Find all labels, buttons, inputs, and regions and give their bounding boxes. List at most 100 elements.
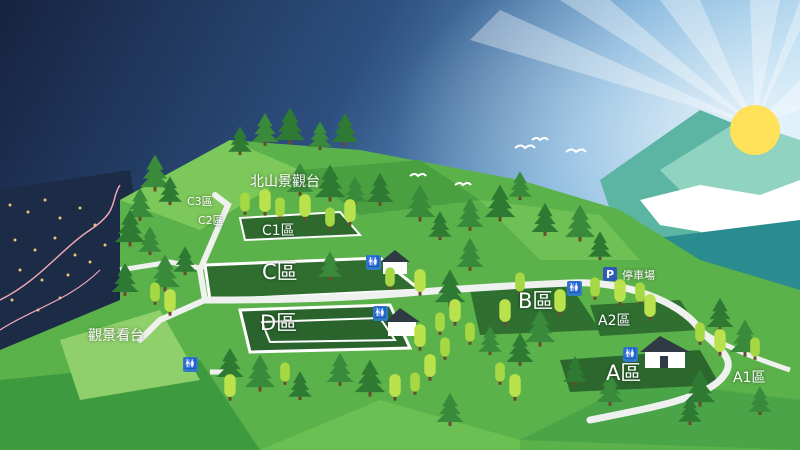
- label-zone-b[interactable]: B區: [518, 289, 554, 313]
- tree: [678, 396, 702, 426]
- tree: [434, 269, 466, 307]
- tree: [318, 251, 342, 281]
- tree: [274, 107, 306, 145]
- hill-facet: [520, 380, 800, 450]
- label-zone-d[interactable]: D區: [260, 311, 298, 335]
- tree: [280, 362, 290, 385]
- tree: [456, 237, 484, 271]
- label-zone-c[interactable]: C區: [262, 260, 298, 284]
- label-north-viewpoint[interactable]: 北山景觀台: [250, 174, 320, 190]
- tree: [506, 332, 534, 366]
- tree: [436, 392, 464, 426]
- label-zone-c1[interactable]: C1區: [262, 223, 295, 239]
- tree: [331, 112, 359, 146]
- tree: [614, 279, 626, 306]
- tree: [644, 294, 656, 321]
- trees: [111, 107, 772, 426]
- path-left: [137, 297, 208, 343]
- label-viewing-stand[interactable]: 觀景看台: [88, 328, 144, 344]
- tree: [588, 231, 612, 261]
- main-path: [201, 279, 732, 424]
- hill-facet: [260, 400, 520, 450]
- tree: [695, 322, 705, 345]
- tree: [440, 337, 450, 360]
- tree: [635, 282, 645, 305]
- tree: [314, 164, 346, 202]
- tree: [326, 352, 354, 386]
- restroom-icon[interactable]: 🚻: [373, 306, 388, 321]
- tree: [251, 112, 279, 146]
- tree: [428, 211, 452, 241]
- parking-icon[interactable]: P: [603, 267, 617, 281]
- tree: [508, 171, 532, 201]
- restroom-icon[interactable]: 🚻: [366, 255, 381, 270]
- tree: [114, 209, 146, 247]
- tree: [308, 121, 332, 151]
- tree: [714, 329, 726, 356]
- tree: [750, 337, 760, 360]
- tree: [478, 326, 502, 356]
- tree: [164, 289, 176, 316]
- tree: [228, 126, 252, 156]
- zone-d-inner: [260, 316, 397, 344]
- tree: [173, 246, 197, 276]
- tree: [499, 299, 511, 326]
- tree: [414, 324, 426, 351]
- tree: [590, 277, 600, 300]
- tree: [706, 297, 734, 331]
- city-road: [0, 184, 121, 301]
- tree: [414, 269, 426, 296]
- tree: [111, 262, 139, 296]
- zone-c1-terrace: [238, 210, 363, 242]
- tree: [244, 354, 276, 392]
- tree: [509, 374, 521, 401]
- restroom-icon[interactable]: 🚻: [183, 357, 198, 372]
- city-lights: [8, 198, 107, 312]
- tree: [554, 289, 566, 316]
- tree: [748, 386, 772, 416]
- label-zone-a2[interactable]: A2區: [598, 313, 631, 329]
- tree: [515, 272, 525, 295]
- tree: [424, 354, 436, 381]
- tree: [456, 197, 484, 231]
- tree: [465, 322, 475, 345]
- restroom-icon[interactable]: 🚻: [623, 347, 638, 362]
- tree: [288, 371, 312, 401]
- tree: [684, 369, 716, 407]
- path-to-summit: [196, 192, 232, 303]
- tree: [531, 202, 559, 236]
- label-zone-a1[interactable]: A1區: [733, 370, 766, 386]
- restroom-icon[interactable]: 🚻: [567, 281, 582, 296]
- tree: [596, 372, 624, 406]
- label-zone-c3[interactable]: C3區: [187, 195, 213, 208]
- tree: [344, 199, 356, 226]
- tree: [404, 184, 436, 222]
- tree: [259, 189, 271, 216]
- tree: [366, 172, 394, 206]
- hill-facet: [0, 360, 260, 450]
- tree: [385, 267, 395, 290]
- tree: [158, 176, 182, 206]
- tree: [325, 207, 335, 230]
- tree: [354, 359, 386, 397]
- tree: [410, 372, 420, 395]
- tree: [435, 312, 445, 335]
- label-zone-c2[interactable]: C2區: [198, 214, 224, 227]
- tree: [449, 299, 461, 326]
- tree: [495, 362, 505, 385]
- tree: [564, 204, 596, 242]
- tree: [275, 197, 285, 220]
- label-zone-a[interactable]: A區: [606, 361, 642, 385]
- hill-facet: [60, 310, 200, 400]
- cabin-icon: [640, 336, 690, 368]
- tree: [240, 192, 250, 215]
- tree: [524, 309, 556, 347]
- label-parking[interactable]: 停車場: [622, 269, 655, 282]
- tree: [150, 282, 160, 305]
- tree: [139, 154, 171, 192]
- tree: [126, 187, 154, 221]
- tree: [138, 226, 162, 256]
- tree: [484, 184, 516, 222]
